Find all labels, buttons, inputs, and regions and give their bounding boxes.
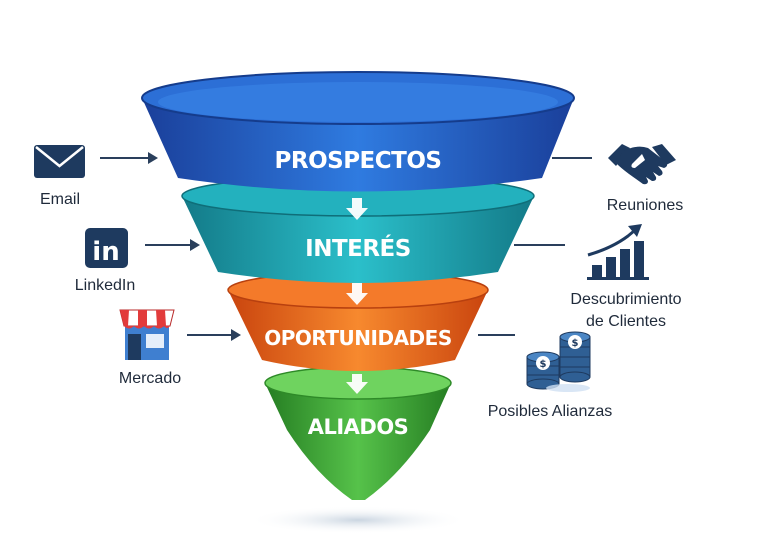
output-label-alianzas: Posibles Alianzas xyxy=(487,403,613,420)
input-arrow-email xyxy=(100,152,158,164)
svg-text:$: $ xyxy=(540,359,547,370)
svg-text:$: $ xyxy=(572,338,579,349)
input-arrow-mercado xyxy=(187,329,241,341)
input-arrow-linkedin xyxy=(145,239,200,251)
stage-label-oportunidades: OPORTUNIDADES xyxy=(264,326,451,350)
growth-chart-icon xyxy=(587,224,649,280)
svg-text:in: in xyxy=(92,237,119,267)
coin-stack-icon: $ $ xyxy=(526,331,591,392)
handshake-icon xyxy=(608,144,676,185)
stage-down-arrow xyxy=(346,198,368,220)
stage-label-interes: INTERÉS xyxy=(305,234,411,262)
input-label-linkedin: LinkedIn xyxy=(74,277,136,294)
funnel-stage-prospectos: PROSPECTOS xyxy=(141,71,575,192)
storefront-icon xyxy=(119,309,175,360)
stage-label-aliados: ALIADOS xyxy=(308,415,409,439)
envelope-icon xyxy=(34,145,85,178)
output-label-reuniones: Reuniones xyxy=(606,197,684,214)
input-label-mercado: Mercado xyxy=(118,370,182,387)
stage-down-arrow xyxy=(346,283,368,305)
output-label-descubrimiento-line2: de Clientes xyxy=(585,313,667,330)
funnel-stage-interes: INTERÉS xyxy=(181,175,535,283)
output-label-descubrimiento-line1: Descubrimiento xyxy=(570,291,682,308)
stage-label-prospectos: PROSPECTOS xyxy=(275,148,442,174)
linkedin-icon: in xyxy=(85,228,128,268)
input-label-email: Email xyxy=(39,191,80,208)
output-label-descubrimiento: Descubrimiento de Clientes xyxy=(546,289,706,333)
funnel-shadow xyxy=(248,506,468,534)
stage-down-arrow xyxy=(346,374,368,394)
